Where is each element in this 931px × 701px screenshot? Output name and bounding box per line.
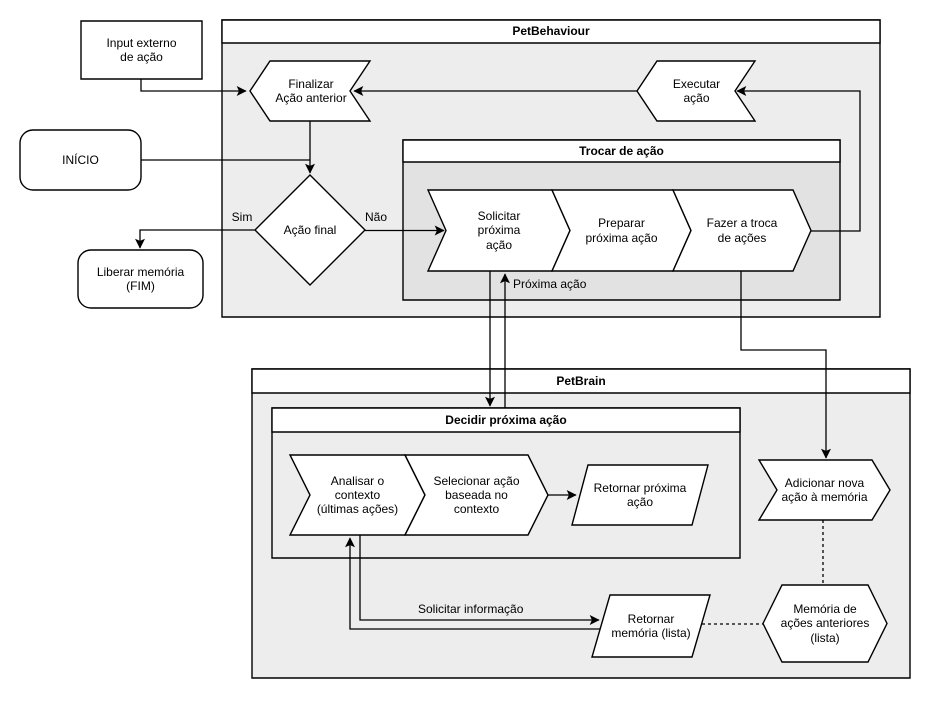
edge-retornar-memoria-to-analisar[interactable] — [345, 537, 600, 629]
node-acao-final-decision[interactable] — [255, 175, 365, 285]
container-petbrain-titlebar[interactable] — [252, 369, 910, 393]
edge-fazer-troca-to-adicionar[interactable] — [741, 271, 831, 459]
node-selecionar-acao[interactable] — [405, 455, 548, 535]
node-retornar-memoria[interactable] — [592, 595, 710, 657]
node-executar-acao[interactable] — [637, 61, 755, 121]
edge-fazer-troca-to-executar[interactable] — [736, 86, 860, 231]
node-finalizar-acao[interactable] — [250, 61, 370, 121]
container-petbehaviour-titlebar[interactable] — [222, 20, 880, 43]
edge-solicitar-informacao[interactable] — [360, 535, 600, 625]
edge-input-externo-to-finalizar[interactable] — [141, 79, 247, 96]
node-adicionar-nova-acao[interactable] — [759, 460, 890, 520]
node-inicio[interactable] — [20, 130, 141, 190]
node-liberar-memoria[interactable] — [78, 250, 203, 308]
container-decidir-proxima-acao-titlebar[interactable] — [272, 408, 740, 432]
node-fazer-troca[interactable] — [673, 190, 811, 271]
node-preparar-proxima-acao[interactable] — [552, 190, 691, 271]
edge-sim-to-liberar-memoria[interactable] — [135, 230, 255, 249]
node-analisar-contexto[interactable] — [290, 455, 425, 535]
node-input-externo[interactable] — [81, 21, 202, 79]
node-memoria-acoes[interactable] — [763, 585, 887, 662]
node-retornar-proxima-acao[interactable] — [572, 465, 708, 525]
node-solicitar-proxima-acao[interactable] — [428, 190, 570, 271]
container-trocar-de-acao-titlebar[interactable] — [403, 140, 840, 162]
